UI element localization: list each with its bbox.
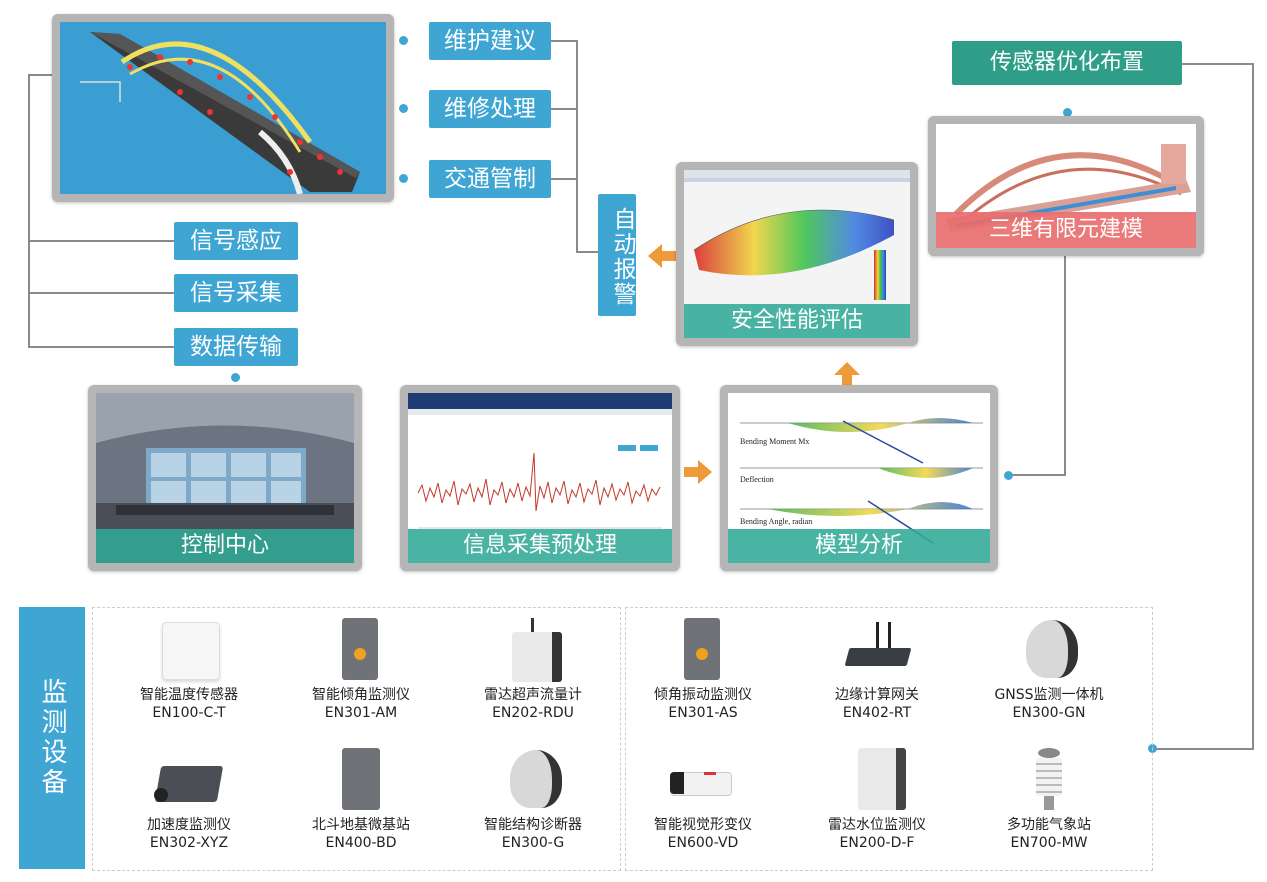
- safety-evaluation-label: 安全性能评估: [684, 304, 910, 338]
- connector-line: [28, 346, 176, 348]
- connector-dot: [399, 36, 408, 45]
- action-traffic-control: 交通管制: [429, 160, 551, 198]
- accelerometer-icon: [104, 748, 274, 816]
- fem-stress-plot: [684, 170, 910, 300]
- model-diagram-illustration: [740, 418, 983, 544]
- connector-line: [1012, 474, 1066, 476]
- device-item: 倾角振动监测仪 EN301-AS: [618, 618, 788, 722]
- connector-dot: [399, 104, 408, 113]
- thermo-sensor-icon: [104, 618, 274, 686]
- connector-line: [28, 240, 176, 242]
- connector-line: [1064, 254, 1066, 476]
- device-item: 智能结构诊断器 EN300-G: [448, 748, 618, 852]
- connector-dot: [1063, 108, 1072, 117]
- action-repair: 维修处理: [429, 90, 551, 128]
- model-analysis-label: 模型分析: [728, 529, 990, 563]
- signal-acquisition: 信号采集: [174, 274, 298, 312]
- arrow-up-icon: [834, 362, 860, 388]
- model-label-deflection: Deflection: [740, 475, 774, 484]
- connector-line: [550, 108, 577, 110]
- arrow-left-icon: [648, 244, 678, 268]
- tilt-vibration-icon: [618, 618, 788, 686]
- gnss-unit-icon: [964, 618, 1134, 686]
- connector-dot: [399, 174, 408, 183]
- signal-waveform-illustration: [408, 393, 672, 529]
- control-center-panel: 控制中心: [88, 385, 362, 571]
- control-center-label: 控制中心: [96, 529, 354, 563]
- bridge-illustration: [80, 32, 360, 194]
- connector-line: [576, 251, 600, 253]
- fem-modeling-label: 三维有限元建模: [936, 212, 1196, 248]
- connector-line: [28, 74, 30, 348]
- device-item: 加速度监测仪 EN302-XYZ: [104, 748, 274, 852]
- device-panel-left: [92, 607, 621, 871]
- device-item: 智能视觉形变仪 EN600-VD: [618, 748, 788, 852]
- tilt-meter-icon: [276, 618, 446, 686]
- preprocess-label: 信息采集预处理: [408, 529, 672, 563]
- device-panel-right: [625, 607, 1153, 871]
- beidou-station-icon: [276, 748, 446, 816]
- safety-evaluation-panel: 安全性能评估: [676, 162, 918, 346]
- model-label-bending-moment: Bending Moment Mx: [740, 437, 810, 446]
- connector-line: [576, 40, 578, 252]
- structure-diagnoser-icon: [448, 748, 618, 816]
- device-item: 北斗地基微基站 EN400-BD: [276, 748, 446, 852]
- action-maintenance-advice: 维护建议: [429, 22, 551, 60]
- model-label-bending-angle: Bending Angle, radian: [740, 517, 813, 526]
- connector-line: [28, 292, 176, 294]
- arrow-right-icon: [684, 460, 712, 484]
- data-transmission: 数据传输: [174, 328, 298, 366]
- bridge-monitoring-photo: [52, 14, 394, 202]
- device-item: 雷达水位监测仪 EN200-D-F: [792, 748, 962, 852]
- device-item: 多功能气象站 EN700-MW: [964, 748, 1134, 852]
- connector-line: [1252, 63, 1254, 749]
- weather-station-icon: [964, 748, 1134, 816]
- connector-dot: [231, 373, 240, 382]
- device-item: 智能温度传感器 EN100-C-T: [104, 618, 274, 722]
- device-item: 边缘计算网关 EN402-RT: [792, 618, 962, 722]
- device-item: 雷达超声流量计 EN202-RDU: [448, 618, 618, 722]
- connector-line: [1156, 748, 1254, 750]
- radar-flowmeter-icon: [448, 618, 618, 686]
- model-analysis-panel: Bending Moment Mx Deflection Bending Ang…: [720, 385, 998, 571]
- device-item: 智能倾角监测仪 EN301-AM: [276, 618, 446, 722]
- connector-line: [550, 40, 577, 42]
- vision-camera-icon: [618, 748, 788, 816]
- device-item: GNSS监测一体机 EN300-GN: [964, 618, 1134, 722]
- radar-waterlevel-icon: [792, 748, 962, 816]
- signal-sensing: 信号感应: [174, 222, 298, 260]
- connector-line: [1182, 63, 1254, 65]
- sensor-optimization-label: 传感器优化布置: [952, 41, 1182, 85]
- monitoring-devices-title: 监测设备: [19, 607, 85, 869]
- auto-alarm-label: 自动报警: [598, 194, 636, 316]
- preprocess-panel: 信息采集预处理: [400, 385, 680, 571]
- connector-line: [550, 178, 577, 180]
- edge-gateway-icon: [792, 618, 962, 686]
- connector-line: [28, 74, 56, 76]
- connector-dot: [1004, 471, 1013, 480]
- fem-modeling-panel: 三维有限元建模: [928, 116, 1204, 256]
